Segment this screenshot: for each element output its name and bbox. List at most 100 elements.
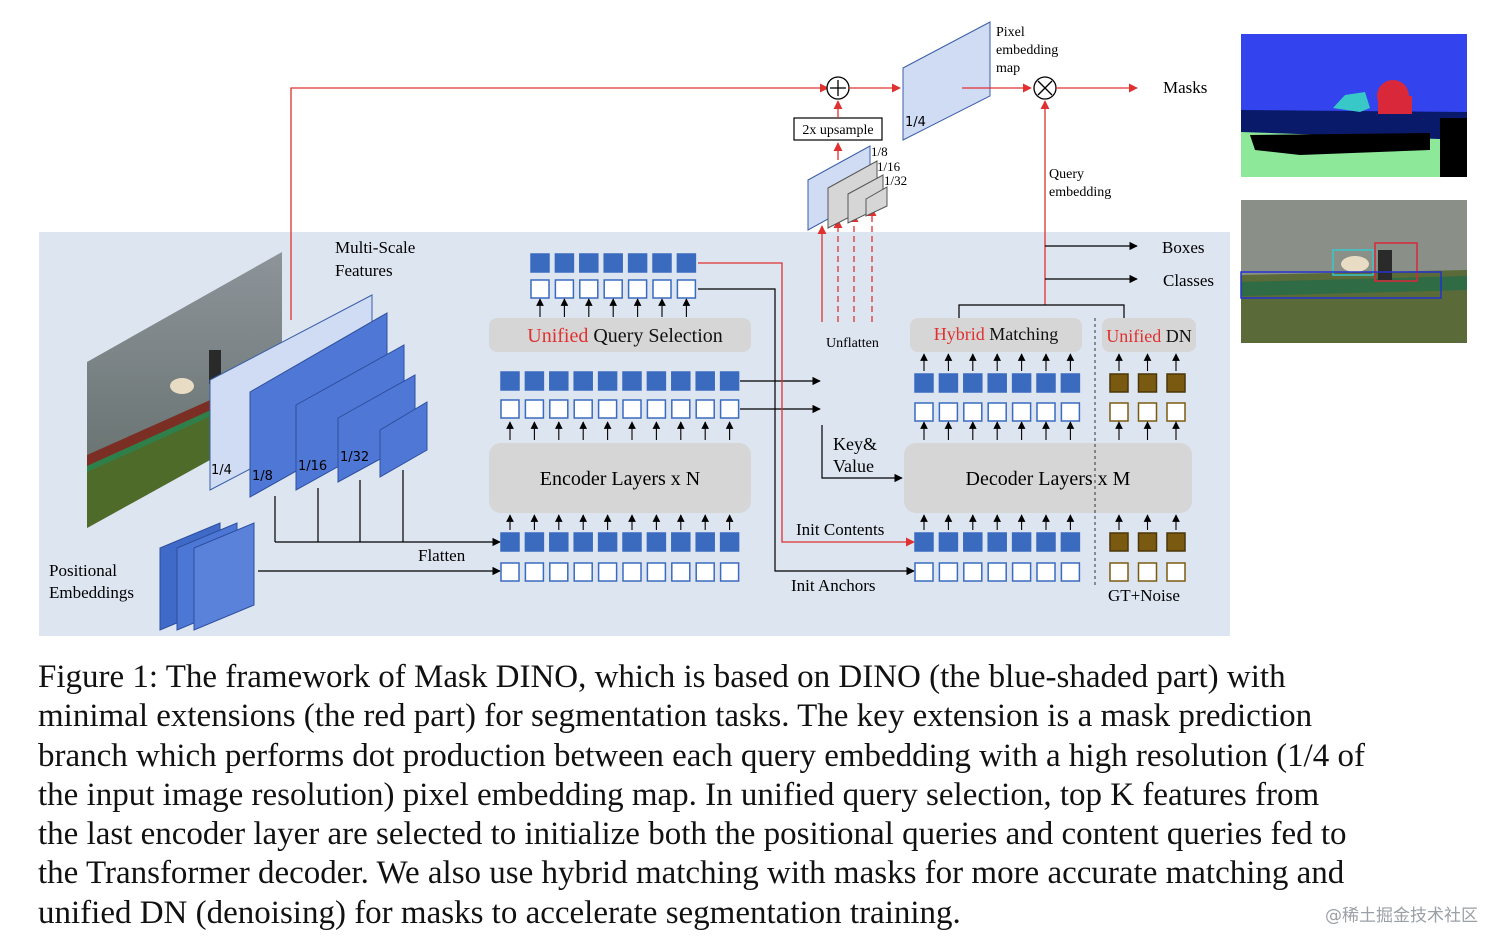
encoder-layers-box bbox=[489, 443, 751, 513]
selection-arrows bbox=[536, 298, 691, 317]
token bbox=[719, 532, 740, 552]
token bbox=[1036, 402, 1056, 422]
pixel-embedding-map-label: Pixel embedding map bbox=[996, 25, 1062, 76]
watermark: @稀土掘金技术社区 bbox=[1325, 906, 1478, 926]
mask-output-image bbox=[1241, 34, 1467, 177]
token bbox=[1060, 373, 1081, 393]
token bbox=[1109, 373, 1129, 393]
token bbox=[1060, 532, 1081, 552]
token bbox=[549, 562, 569, 582]
token bbox=[987, 562, 1007, 582]
token bbox=[938, 373, 959, 393]
token bbox=[524, 562, 545, 582]
init-contents-red-line bbox=[698, 262, 915, 547]
token bbox=[1137, 562, 1158, 582]
token bbox=[622, 562, 642, 582]
token bbox=[914, 562, 934, 582]
pixel-map-scale-label: 1/4 bbox=[905, 115, 926, 130]
boxes-label: Boxes bbox=[1162, 238, 1205, 257]
token bbox=[622, 371, 642, 391]
token bbox=[914, 402, 934, 422]
token bbox=[652, 253, 672, 273]
token bbox=[1036, 373, 1056, 393]
token bbox=[1036, 532, 1056, 552]
query-embedding-label: Query embedding bbox=[1049, 167, 1111, 200]
caption-line: branch which performs dot production bet… bbox=[38, 737, 1365, 774]
token bbox=[695, 399, 715, 419]
token bbox=[1137, 532, 1158, 552]
encoder-input-position-tokens bbox=[500, 562, 740, 582]
token bbox=[646, 562, 667, 582]
token bbox=[573, 532, 593, 552]
token bbox=[914, 532, 934, 552]
figure-caption: Figure 1: The framework of Mask DINO, wh… bbox=[38, 658, 1468, 933]
token bbox=[554, 279, 575, 299]
caption-line: the last encoder layer are selected to i… bbox=[38, 816, 1347, 853]
selected-content-tokens bbox=[530, 253, 697, 273]
scale-label-1-4: 1/4 bbox=[211, 463, 232, 478]
decoder-layers-box bbox=[904, 443, 1192, 513]
decoder-input-content-tokens bbox=[914, 532, 1081, 552]
decoder-layers-label: Decoder Layers x M bbox=[966, 468, 1131, 490]
token bbox=[719, 371, 740, 391]
token bbox=[549, 399, 569, 419]
dn-output-content-tokens bbox=[1109, 373, 1186, 393]
token bbox=[530, 253, 550, 273]
dn-output-position-tokens bbox=[1109, 402, 1186, 422]
token bbox=[914, 373, 934, 393]
token bbox=[1137, 402, 1158, 422]
token bbox=[646, 399, 667, 419]
init-anchors-label: Init Anchors bbox=[791, 576, 876, 595]
token bbox=[676, 279, 697, 299]
detection-output-image bbox=[1240, 200, 1467, 343]
caption-line: Figure 1: The framework of Mask DINO, wh… bbox=[38, 659, 1286, 695]
unflatten-red-lines bbox=[817, 207, 877, 322]
token bbox=[963, 402, 983, 422]
caption-line: minimal extensions (the red part) for se… bbox=[38, 698, 1313, 735]
red-feature-path bbox=[290, 83, 829, 320]
classes-label: Classes bbox=[1163, 271, 1214, 290]
token bbox=[500, 562, 520, 582]
encoder-layers-label: Encoder Layers x N bbox=[540, 468, 701, 490]
key-value-connectors bbox=[698, 288, 915, 576]
small-scale-1-8: 1/8 bbox=[871, 144, 888, 159]
unflatten-label: Unflatten bbox=[826, 336, 879, 351]
key-value-label: Key& Value bbox=[833, 434, 882, 476]
token bbox=[1109, 532, 1129, 552]
token bbox=[646, 371, 667, 391]
token bbox=[1060, 402, 1081, 422]
token bbox=[597, 532, 618, 552]
decoder-arrows bbox=[920, 353, 1180, 530]
gt-noise-label: GT+Noise bbox=[1108, 586, 1180, 605]
flatten-label: Flatten bbox=[418, 546, 466, 565]
scale-label-1-32: 1/32 bbox=[340, 450, 369, 465]
token bbox=[652, 279, 672, 299]
token bbox=[1011, 402, 1032, 422]
token bbox=[622, 532, 642, 552]
token bbox=[524, 399, 545, 419]
token bbox=[554, 253, 575, 273]
token bbox=[1011, 373, 1032, 393]
prediction-heads-connectors bbox=[958, 241, 1138, 318]
token bbox=[1166, 402, 1186, 422]
token bbox=[573, 562, 593, 582]
token bbox=[627, 279, 648, 299]
token bbox=[987, 532, 1007, 552]
token bbox=[963, 373, 983, 393]
token bbox=[603, 253, 623, 273]
token bbox=[573, 399, 593, 419]
token bbox=[530, 279, 550, 299]
token bbox=[622, 399, 642, 419]
positional-embeddings-label: Positional Embeddings bbox=[49, 561, 134, 602]
small-scale-1-32: 1/32 bbox=[884, 173, 907, 188]
token bbox=[573, 371, 593, 391]
dn-input-position-tokens bbox=[1109, 562, 1186, 582]
upsample-label: 2x upsample bbox=[802, 123, 873, 138]
token bbox=[987, 402, 1007, 422]
token bbox=[627, 253, 648, 273]
token bbox=[671, 399, 691, 419]
token bbox=[938, 532, 959, 552]
caption-line: the input image resolution) pixel embedd… bbox=[38, 776, 1320, 813]
hybrid-matching-box bbox=[910, 318, 1082, 352]
token bbox=[671, 371, 691, 391]
